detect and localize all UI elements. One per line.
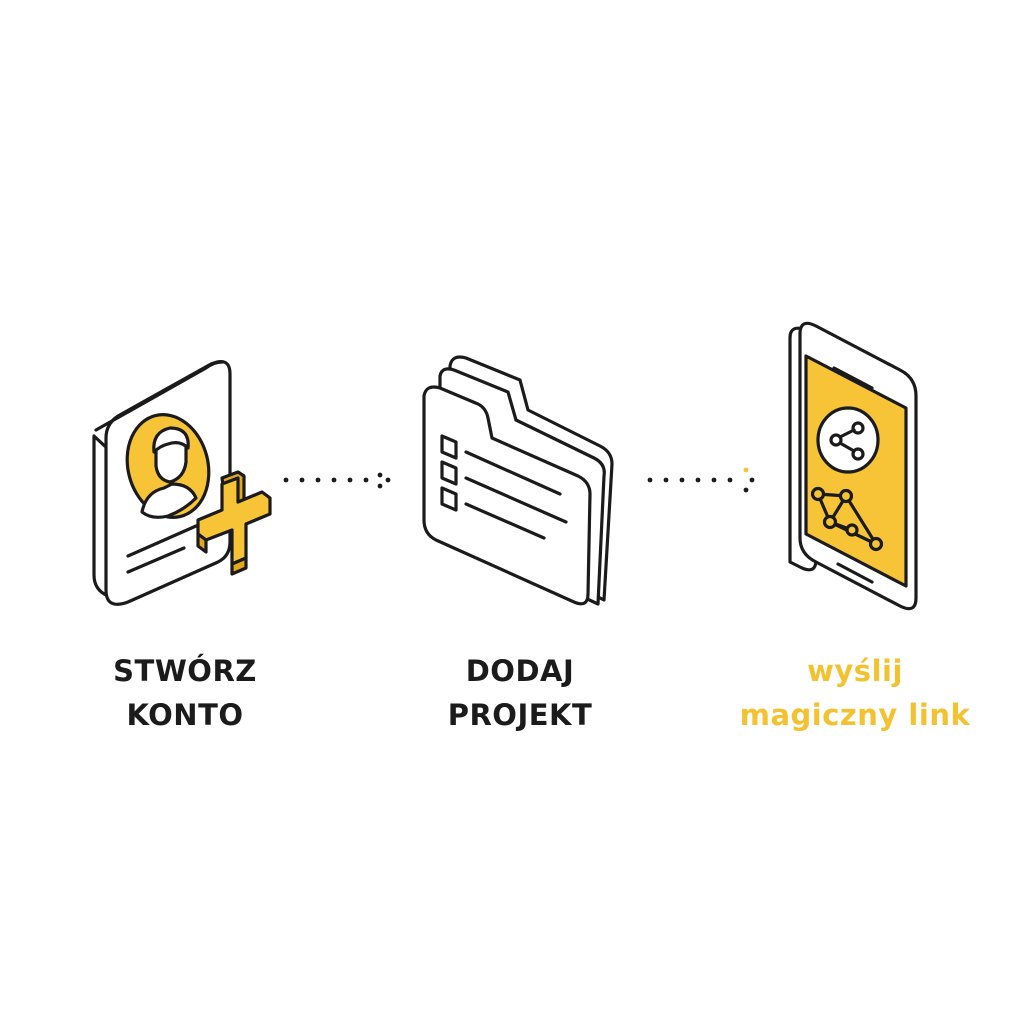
project-folder-icon (422, 355, 614, 606)
network-graph-icon (810, 486, 884, 552)
connector-dots-2 (647, 467, 755, 493)
step-2-label-line1: DODAJ (465, 654, 575, 688)
step-3-label-line1: wyślij (807, 654, 903, 688)
step-1-label-line1: STWÓRZ (113, 654, 257, 688)
step-3-label: wyślij magiczny link (700, 649, 1010, 737)
step-2-label: DODAJ PROJEKT (400, 649, 640, 737)
step-1-label: STWÓRZ KONTO (60, 649, 310, 737)
profile-card-add-icon (92, 360, 272, 606)
step-3-label-line2: magiczny link (739, 698, 971, 732)
phone-share-link-icon (788, 321, 918, 611)
connector-dots-1 (283, 472, 391, 489)
share-icon (816, 406, 880, 474)
step-2-label-line2: PROJEKT (447, 698, 593, 732)
plus-icon (196, 470, 272, 576)
step-1-label-line2: KONTO (126, 698, 244, 732)
